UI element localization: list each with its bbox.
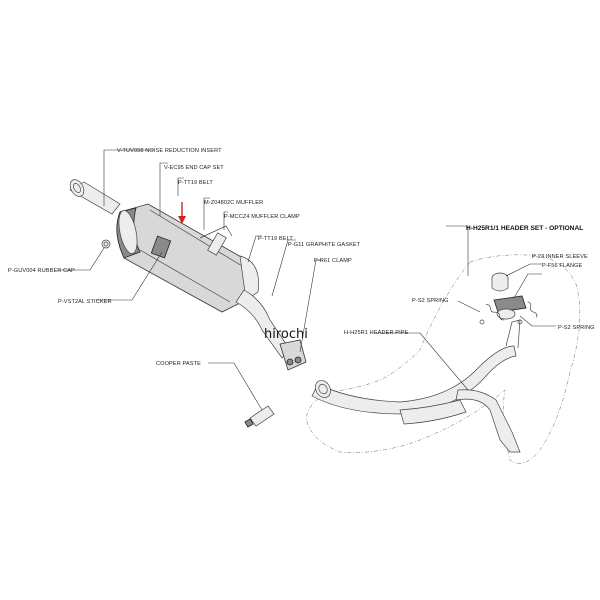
rubber-cap-part <box>101 239 111 249</box>
label-sticker: P-VST2AL STICKER <box>58 299 112 305</box>
label-inner-sleeve: P-23 INNER SLEEVE <box>532 254 588 260</box>
watermark-text: hirochi <box>264 327 308 342</box>
spring-right-part <box>517 301 538 325</box>
leader-lines <box>58 149 556 411</box>
label-noise-insert: V-TUV098 NOISE REDUCTION INSERT <box>117 148 222 154</box>
label-rubber-cap: P-GUV004 RUBBER CAP <box>8 268 75 274</box>
label-gasket: P-G11 GRAPHITE GASKET <box>288 242 361 248</box>
label-spring-right: P-S2 SPRING <box>558 325 595 331</box>
label-clamp: P-R61 CLAMP <box>314 258 352 264</box>
part-labels: V-TUV098 NOISE REDUCTION INSERT V-EC95 E… <box>8 148 595 367</box>
red-indicator-arrow <box>178 202 186 224</box>
header-pipe-part <box>311 319 521 453</box>
label-header-set: H-H25R1/1 HEADER SET - OPTIONAL <box>466 225 583 232</box>
inner-sleeve-part <box>491 272 509 292</box>
muffler-part <box>116 203 259 313</box>
label-belt-2: P-TT19 BELT <box>258 236 293 242</box>
label-end-cap: V-EC95 END CAP SET <box>164 165 224 171</box>
label-muffler: M-Z04802C MUFFLER <box>204 200 263 206</box>
label-muffler-clamp: P-MCCZ4 MUFFLER CLAMP <box>224 214 300 220</box>
label-belt-1: P-TT19 BELT <box>178 180 213 186</box>
label-flange: P-F56 FLANGE <box>542 263 583 269</box>
noise-reduction-insert-part <box>69 179 121 215</box>
link-pipe-part <box>235 289 307 371</box>
label-header-pipe: H-H25R1 HEADER PIPE <box>344 330 409 336</box>
flange-part <box>493 295 527 320</box>
label-cooper-paste: COOPER PASTE <box>156 361 201 367</box>
spring-left-part <box>479 304 505 325</box>
header-set-outline <box>305 254 581 464</box>
label-spring-left: P-S2 SPRING <box>412 298 449 304</box>
cooper-paste-part <box>244 405 275 428</box>
